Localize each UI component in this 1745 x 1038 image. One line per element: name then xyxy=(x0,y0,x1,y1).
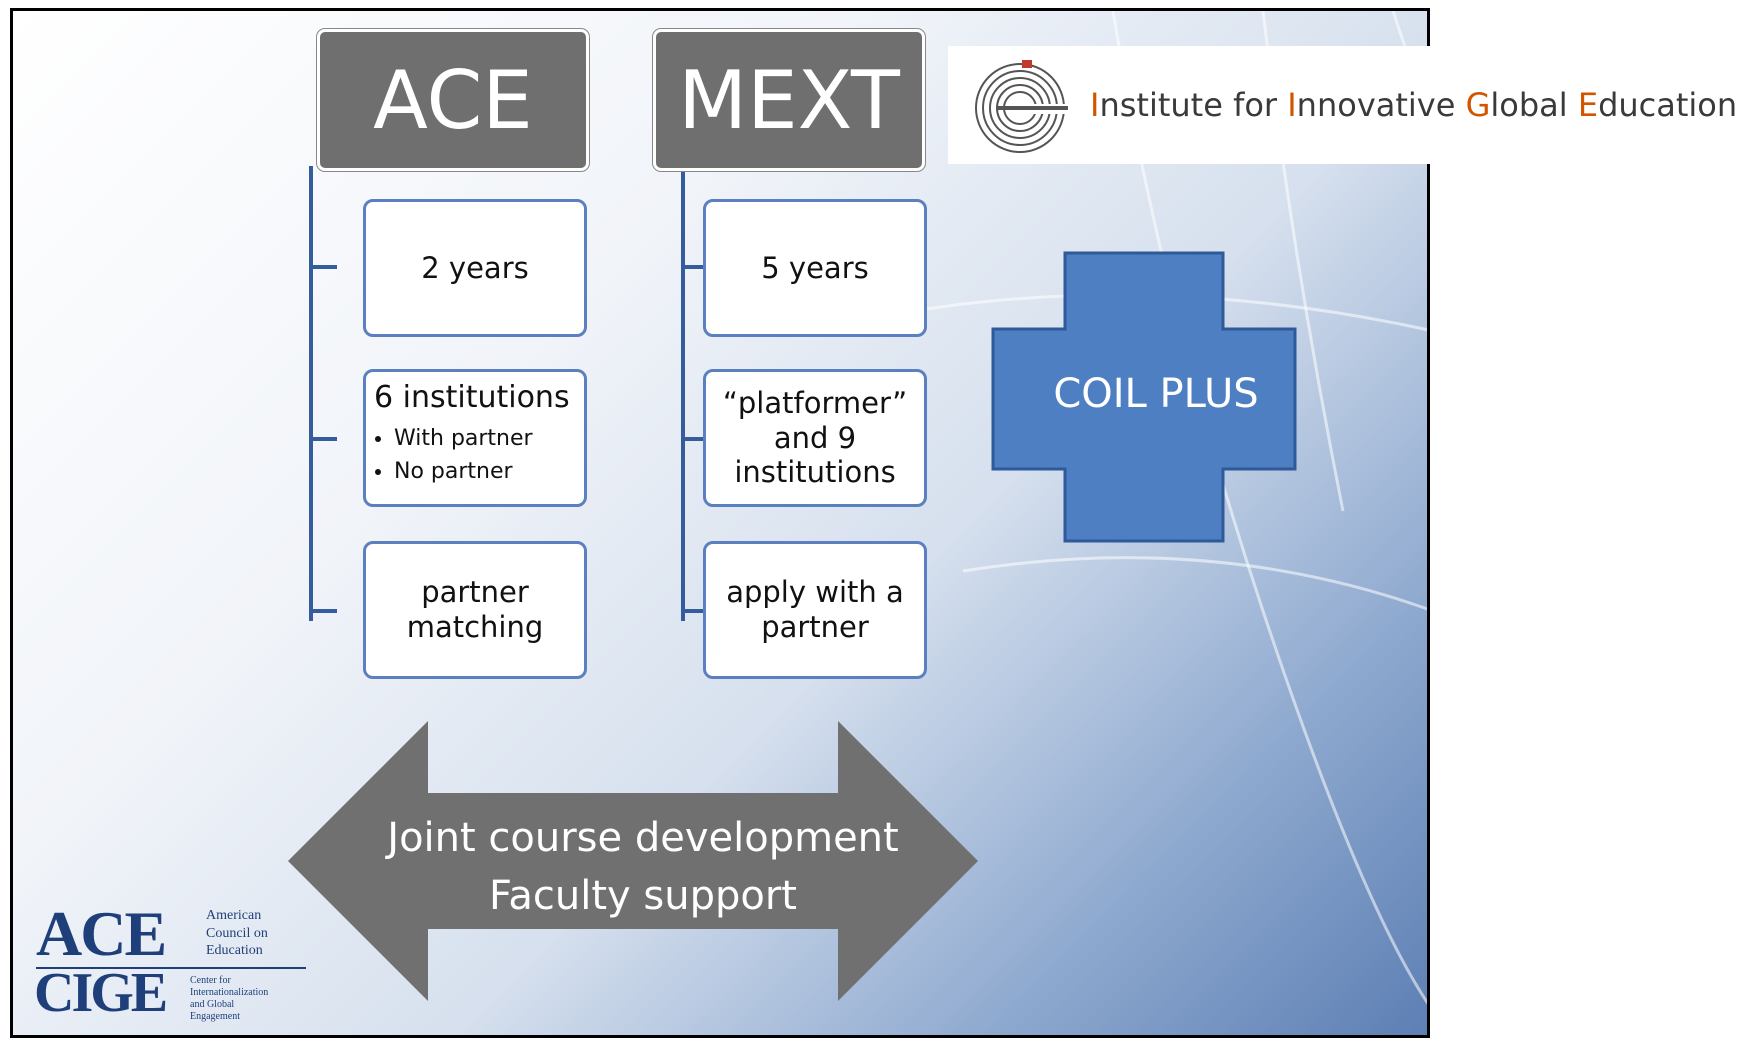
ace-duration-text: 2 years xyxy=(421,250,529,285)
ace-duration-box: 2 years xyxy=(363,199,587,337)
mext-connector-1 xyxy=(681,265,711,269)
ace-connector-3 xyxy=(309,609,337,613)
cige-name-line-4: Engagement xyxy=(190,1011,240,1022)
ace-connector-1 xyxy=(309,265,337,269)
ace-cige-logo: ACE American Council on Education CIGE C… xyxy=(30,898,320,1025)
institute-word-1: nstitute for xyxy=(1099,86,1288,124)
ace-name-line-2: Council on xyxy=(206,925,268,941)
mext-header: MEXT xyxy=(653,29,925,171)
cige-name-line-3: and Global xyxy=(190,999,235,1010)
ace-name-line-3: Education xyxy=(206,943,263,958)
arrow-line-2: Faculty support xyxy=(489,873,797,919)
institute-initial-i2: I xyxy=(1287,86,1297,124)
arrow-line-1: Joint course development xyxy=(387,815,899,861)
ace-mark: ACE xyxy=(36,898,167,969)
institute-initial-e: E xyxy=(1577,86,1599,124)
institute-word-4: ducation xyxy=(1598,86,1738,124)
ace-institutions-box: 6 institutions With partner No partner xyxy=(363,369,587,507)
ace-bullet-with-partner: With partner xyxy=(394,422,533,455)
mext-apply-text: apply with a partner xyxy=(726,575,904,644)
institute-word-2: nnovative xyxy=(1296,86,1466,124)
ace-name: American Council on Education xyxy=(206,907,268,960)
ace-name-line-1: American xyxy=(206,908,262,923)
ace-institutions-list: With partner No partner xyxy=(366,422,533,488)
mext-connector-vertical xyxy=(681,166,685,621)
ace-matching-text: partner matching xyxy=(406,575,544,644)
cige-mark: CIGE xyxy=(34,962,168,1024)
ace-connector-2 xyxy=(309,437,337,441)
mext-duration-text: 5 years xyxy=(761,250,869,285)
double-arrow-shape xyxy=(288,721,978,1001)
institute-logo: Institute for Innovative Global Educatio… xyxy=(948,46,1745,164)
institute-emblem-icon xyxy=(975,60,1070,153)
mext-connector-3 xyxy=(681,609,711,613)
slide: ACE MEXT 2 years 6 institutions With par… xyxy=(10,8,1430,1038)
ace-header: ACE xyxy=(317,29,589,171)
ace-matching-box: partner matching xyxy=(363,541,587,679)
ace-bullet-no-partner: No partner xyxy=(394,455,533,488)
double-arrow-text: Joint course development Faculty support xyxy=(298,809,988,925)
ace-connector-vertical xyxy=(309,166,313,621)
coil-plus-label: COIL PLUS xyxy=(1053,371,1259,417)
institute-initial-g: G xyxy=(1465,86,1491,124)
ace-logo-divider xyxy=(36,967,306,969)
mext-duration-box: 5 years xyxy=(703,199,927,337)
cige-name: Center for Internationalization and Glob… xyxy=(190,975,268,1023)
ace-institutions-lead: 6 institutions xyxy=(374,380,570,415)
mext-platformer-box: “platformer” and 9 institutions xyxy=(703,369,927,507)
institute-word-3: lobal xyxy=(1490,86,1578,124)
mext-connector-2 xyxy=(681,437,711,441)
institute-initial-i: I xyxy=(1090,86,1100,124)
cige-name-line-1: Center for xyxy=(190,975,231,986)
cige-name-line-2: Internationalization xyxy=(190,987,269,998)
mext-platformer-text: “platformer” and 9 institutions xyxy=(722,385,908,490)
coil-plus-shape xyxy=(991,251,1297,543)
mext-apply-box: apply with a partner xyxy=(703,541,927,679)
institute-name: Institute for Innovative Global Educatio… xyxy=(1090,86,1737,124)
